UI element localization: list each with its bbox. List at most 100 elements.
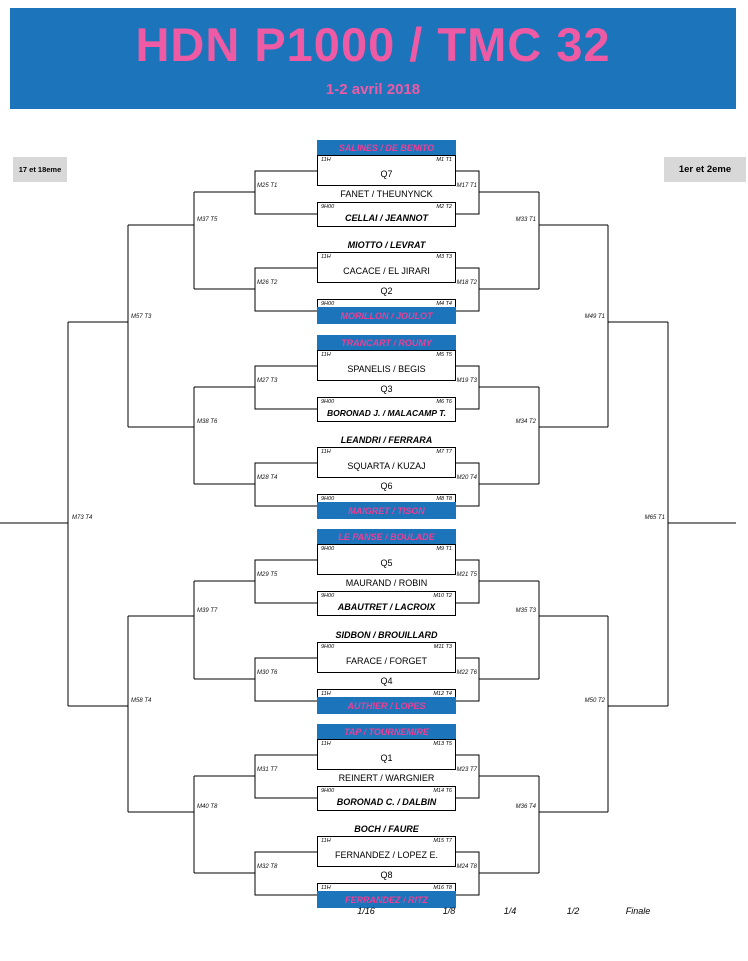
match-code: M29 T5: [257, 572, 278, 578]
match-code: M14 T6: [433, 787, 452, 794]
match-code: M1 T1: [436, 156, 452, 163]
round-label-1-8: 1/8: [442, 906, 456, 916]
match-code: M22 T6: [456, 670, 477, 676]
match-time: 11H: [321, 690, 331, 697]
match-code: M25 T1: [257, 183, 278, 189]
match-code: M10 T2: [433, 592, 452, 599]
team-name: Q7: [380, 169, 393, 179]
match-code: M9 T1: [436, 545, 452, 552]
team-name: SQUARTA / KUZAJ: [347, 461, 426, 471]
match-code: M17 T1: [456, 183, 477, 189]
match-time: 11H: [321, 448, 331, 455]
match-code: M30 T6: [257, 670, 278, 676]
team-name: Q8: [380, 870, 393, 880]
match-time: 11H: [321, 884, 331, 891]
match-time: 9H00: [321, 545, 335, 552]
match-code: M49 T1: [584, 314, 605, 320]
match-code: M11 T3: [433, 643, 452, 650]
round-label-1-2: 1/2: [566, 906, 580, 916]
match-box: 9H00 M9 T1 Q5: [317, 544, 456, 575]
match-time: 9H00: [321, 643, 335, 650]
team-name: CACACE / EL JIRARI: [343, 266, 430, 276]
team-name: Q1: [380, 753, 393, 763]
match-code: M13 T5: [433, 740, 452, 747]
team-name: BORONAD J. / MALACAMP T.: [327, 408, 446, 418]
team-seeded: LE PANSE / BOULADE: [317, 529, 456, 544]
team-seeded: FERRANDEZ / RITZ: [317, 891, 456, 908]
match-code: M23 T7: [456, 767, 477, 773]
match-code: M19 T3: [456, 378, 477, 384]
team-name: Q3: [380, 384, 393, 394]
team-name: Q5: [380, 558, 393, 568]
match-box: 11H M16 T8 FERRANDEZ / RITZ: [317, 883, 456, 908]
team-name: FERNANDEZ / LOPEZ E.: [334, 850, 439, 860]
team-seeded: TAP / TOURNEMIRE: [317, 724, 456, 739]
match-time: 11H: [321, 351, 331, 358]
match-box: 11H M1 T1 Q7: [317, 155, 456, 186]
team-name: BOCH / FAURE: [354, 823, 419, 834]
match-code: M26 T2: [257, 280, 278, 286]
match-time: 9H00: [321, 787, 335, 794]
team-name: LEANDRI / FERRARA: [340, 434, 433, 445]
page-subtitle: 1-2 avril 2018: [325, 81, 421, 98]
match-code: M35 T3: [515, 608, 536, 614]
match-code: M5 T5: [436, 351, 452, 358]
team-name: MIOTTO / LEVRAT: [347, 239, 426, 250]
match-time: 9H00: [321, 203, 335, 210]
team-name: Q6: [380, 481, 393, 491]
team-seeded: MORILLON / JOULOT: [317, 307, 456, 324]
match-time: 11H: [321, 253, 331, 260]
match-code: M3 T3: [436, 253, 452, 260]
match-box: 11H M5 T5 SPANELIS / BEGIS: [317, 350, 456, 381]
match-code: M7 T7: [436, 448, 452, 455]
team-seeded: AUTHIER / LOPES: [317, 697, 456, 714]
match-code: M65 T1: [644, 515, 665, 521]
team-name: REINERT / WARGNIER: [338, 773, 435, 783]
match-time: 9H00: [321, 300, 335, 307]
team-name: Q2: [380, 286, 393, 296]
round-label-1-4: 1/4: [503, 906, 517, 916]
match-code: M16 T8: [433, 884, 452, 891]
team-seeded: SALINES / DE BENITO: [317, 140, 456, 155]
match-box: 9H00 M4 T4 MORILLON / JOULOT: [317, 299, 456, 324]
match-code: M18 T2: [456, 280, 477, 286]
match-code: M73 T4: [72, 515, 93, 521]
team-name: Q4: [380, 676, 393, 686]
bracket-group-1: SALINES / DE BENITO 11H M1 T1 Q7 FANET / …: [317, 140, 456, 227]
match-code: M31 T7: [257, 767, 278, 773]
team-seeded: MAIGRET / TISON: [317, 502, 456, 519]
match-code: M12 T4: [433, 690, 452, 697]
match-time: 9H00: [321, 592, 335, 599]
match-code: M57 T3: [131, 314, 152, 320]
match-code: M4 T4: [436, 300, 452, 307]
team-name: ABAUTRET / LACROIX: [337, 602, 436, 612]
team-name: CELLAI / JEANNOT: [344, 213, 428, 223]
match-box: 9H00 M10 T2 ABAUTRET / LACROIX: [317, 591, 456, 616]
match-code: M36 T4: [515, 804, 536, 810]
bracket-group-6: SIDBON / BROUILLARD 9H00 M11 T3 FARACE / …: [317, 627, 456, 714]
match-code: M58 T4: [131, 698, 152, 704]
team-name: SIDBON / BROUILLARD: [335, 629, 438, 640]
match-box: 9H00 M11 T3 FARACE / FORGET: [317, 642, 456, 673]
match-box: 9H00 M14 T6 BORONAD C. / DALBIN: [317, 786, 456, 811]
team-name: FANET / THEUNYNCK: [340, 189, 433, 199]
match-time: 11H: [321, 156, 331, 163]
team-name: SPANELIS / BEGIS: [347, 364, 426, 374]
match-code: M33 T1: [515, 217, 536, 223]
match-code: M38 T6: [197, 419, 218, 425]
match-code: M21 T5: [456, 572, 477, 578]
match-box: 11H M7 T7 SQUARTA / KUZAJ: [317, 447, 456, 478]
team-name: FARACE / FORGET: [345, 656, 427, 666]
team-name: BORONAD C. / DALBIN: [336, 797, 437, 807]
page-title: HDN P1000 / TMC 32: [135, 18, 611, 71]
